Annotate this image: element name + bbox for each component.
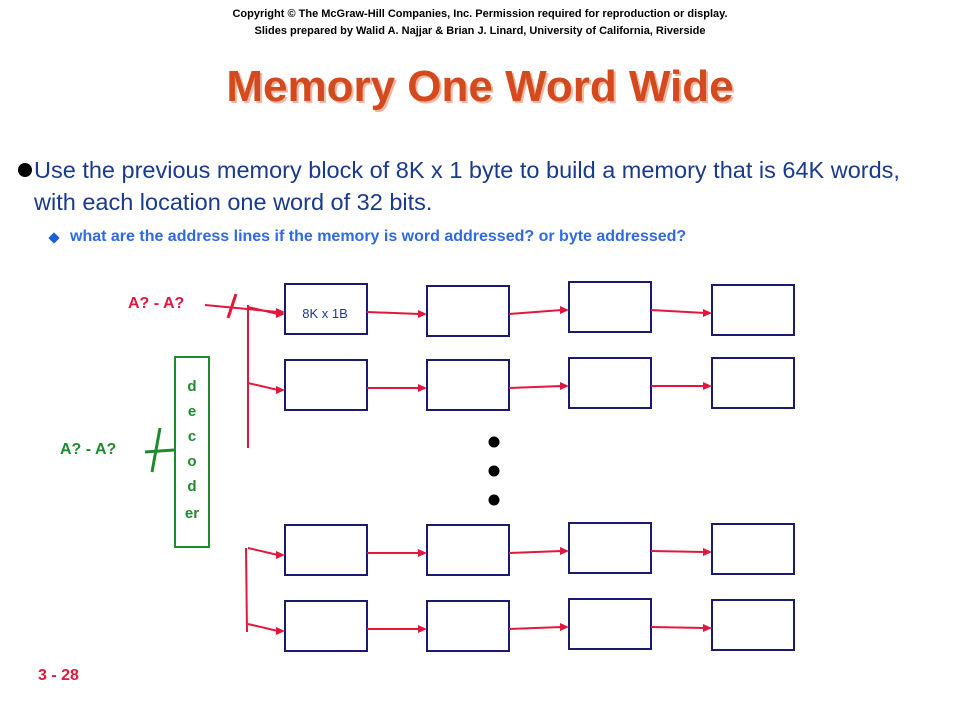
memory-block [284,600,368,652]
arrowhead-icon [703,548,712,556]
arrowhead-icon [703,624,712,632]
memory-block [568,357,652,409]
arrowhead-icon [560,382,569,390]
decoder-letter: d [187,478,197,495]
decoder-letter: o [187,453,197,470]
memory-block [426,524,510,576]
decoder-input [144,448,175,454]
memory-block [284,283,368,335]
wires [144,293,712,635]
bullet-dot-icon [18,163,32,177]
memory-block [568,281,652,333]
data-arrow [650,309,706,314]
decoder-input-slash [150,427,162,473]
arrowhead-icon [703,309,712,317]
memory-block [711,357,795,409]
arrowhead-icon [276,308,285,316]
main-bullet-text: Use the previous memory block of 8K x 1 … [34,157,900,215]
memory-block [711,284,795,336]
bus-arrow [247,623,279,632]
memory-block [568,522,652,574]
slide-title: Memory One Word Wide [226,62,734,111]
memory-block [426,285,510,337]
sub-bullet-text: what are the address lines if the memory… [70,228,687,245]
data-arrow [508,385,563,389]
bus-arrow [247,547,279,556]
arrowhead-icon [276,551,285,559]
data-arrow [508,309,563,315]
block-label: 8K x 1B [302,306,348,321]
copyright-notice: Copyright © The McGraw-Hill Companies, I… [232,8,728,20]
memory-block [426,600,510,652]
address-bus-top [204,304,279,313]
memory-block [284,359,368,411]
arrowhead-icon [560,623,569,631]
arrowhead-icon [418,384,427,392]
slide-credits: Slides prepared by Walid A. Najjar & Bri… [254,25,706,37]
decoder-letter: er [184,505,200,522]
memory-block [711,523,795,575]
arrowhead-icon [276,627,285,635]
arrowhead-icon [418,549,427,557]
memory-blocks [284,281,795,652]
arrowhead-icon [703,382,712,390]
data-arrow [366,311,421,315]
data-arrow [650,626,706,629]
ellipsis-dot [488,494,500,506]
decoder-box: d e c o d er [174,356,210,548]
high-address-label: A? - A? [128,295,185,312]
data-arrow [508,550,563,554]
memory-block [568,598,652,650]
decoder-letter: c [187,428,197,445]
memory-block [284,524,368,576]
bus-slash [226,293,238,319]
page-number: 3 - 28 [38,667,79,684]
data-arrow [650,550,706,553]
decoder-letter: e [187,403,197,420]
arrowhead-icon [418,310,427,318]
data-arrow [508,626,563,630]
decoder-letter: d [187,378,197,395]
bus-arrow [247,382,279,391]
ellipsis-dot [488,436,500,448]
ellipsis-dot [488,465,500,477]
arrowhead-icon [560,306,569,314]
memory-block [711,599,795,651]
arrowhead-icon [560,547,569,555]
arrowhead-icon [276,386,285,394]
low-address-label: A? - A? [60,441,117,458]
memory-block [426,359,510,411]
arrowhead-icon [418,625,427,633]
vertical-bus-lower [245,547,248,633]
